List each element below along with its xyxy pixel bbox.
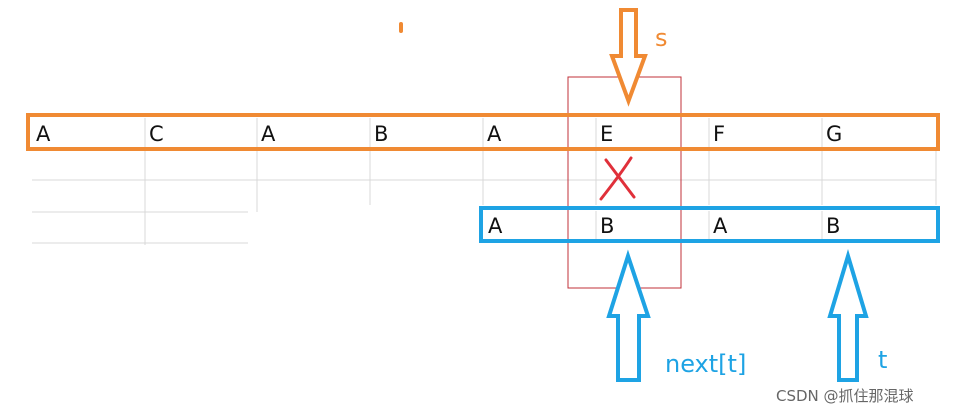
s-cell-0: A: [36, 122, 51, 146]
s-cell-1: C: [149, 122, 164, 146]
spreadsheet-grid: [32, 150, 937, 245]
t-row-border: [479, 206, 940, 243]
s-cell-2: A: [261, 122, 276, 146]
label-next: next[t]: [665, 350, 746, 378]
t-cell-2: A: [713, 214, 728, 238]
t-cell-0: A: [488, 214, 503, 238]
s-cell-4: A: [487, 122, 502, 146]
t-cell-3: B: [826, 214, 840, 238]
t-cell-1: B: [600, 214, 614, 238]
s-cell-7: G: [826, 122, 842, 146]
s-cell-5: E: [600, 122, 613, 146]
watermark: CSDN @抓住那混球: [776, 387, 914, 405]
s-cell-6: F: [713, 122, 725, 146]
label-t: t: [878, 346, 887, 374]
s-cell-3: B: [374, 122, 388, 146]
mismatch-x-mark: [599, 156, 636, 201]
s-arrow-icon: [609, 8, 648, 107]
t-arrow-icon: [827, 249, 869, 382]
t-row: A B A B: [479, 206, 940, 243]
s-row: A C A B A E F G: [26, 113, 940, 151]
next-arrow-icon: [606, 249, 651, 382]
label-s: s: [655, 24, 668, 52]
s-row-border: [26, 113, 940, 151]
